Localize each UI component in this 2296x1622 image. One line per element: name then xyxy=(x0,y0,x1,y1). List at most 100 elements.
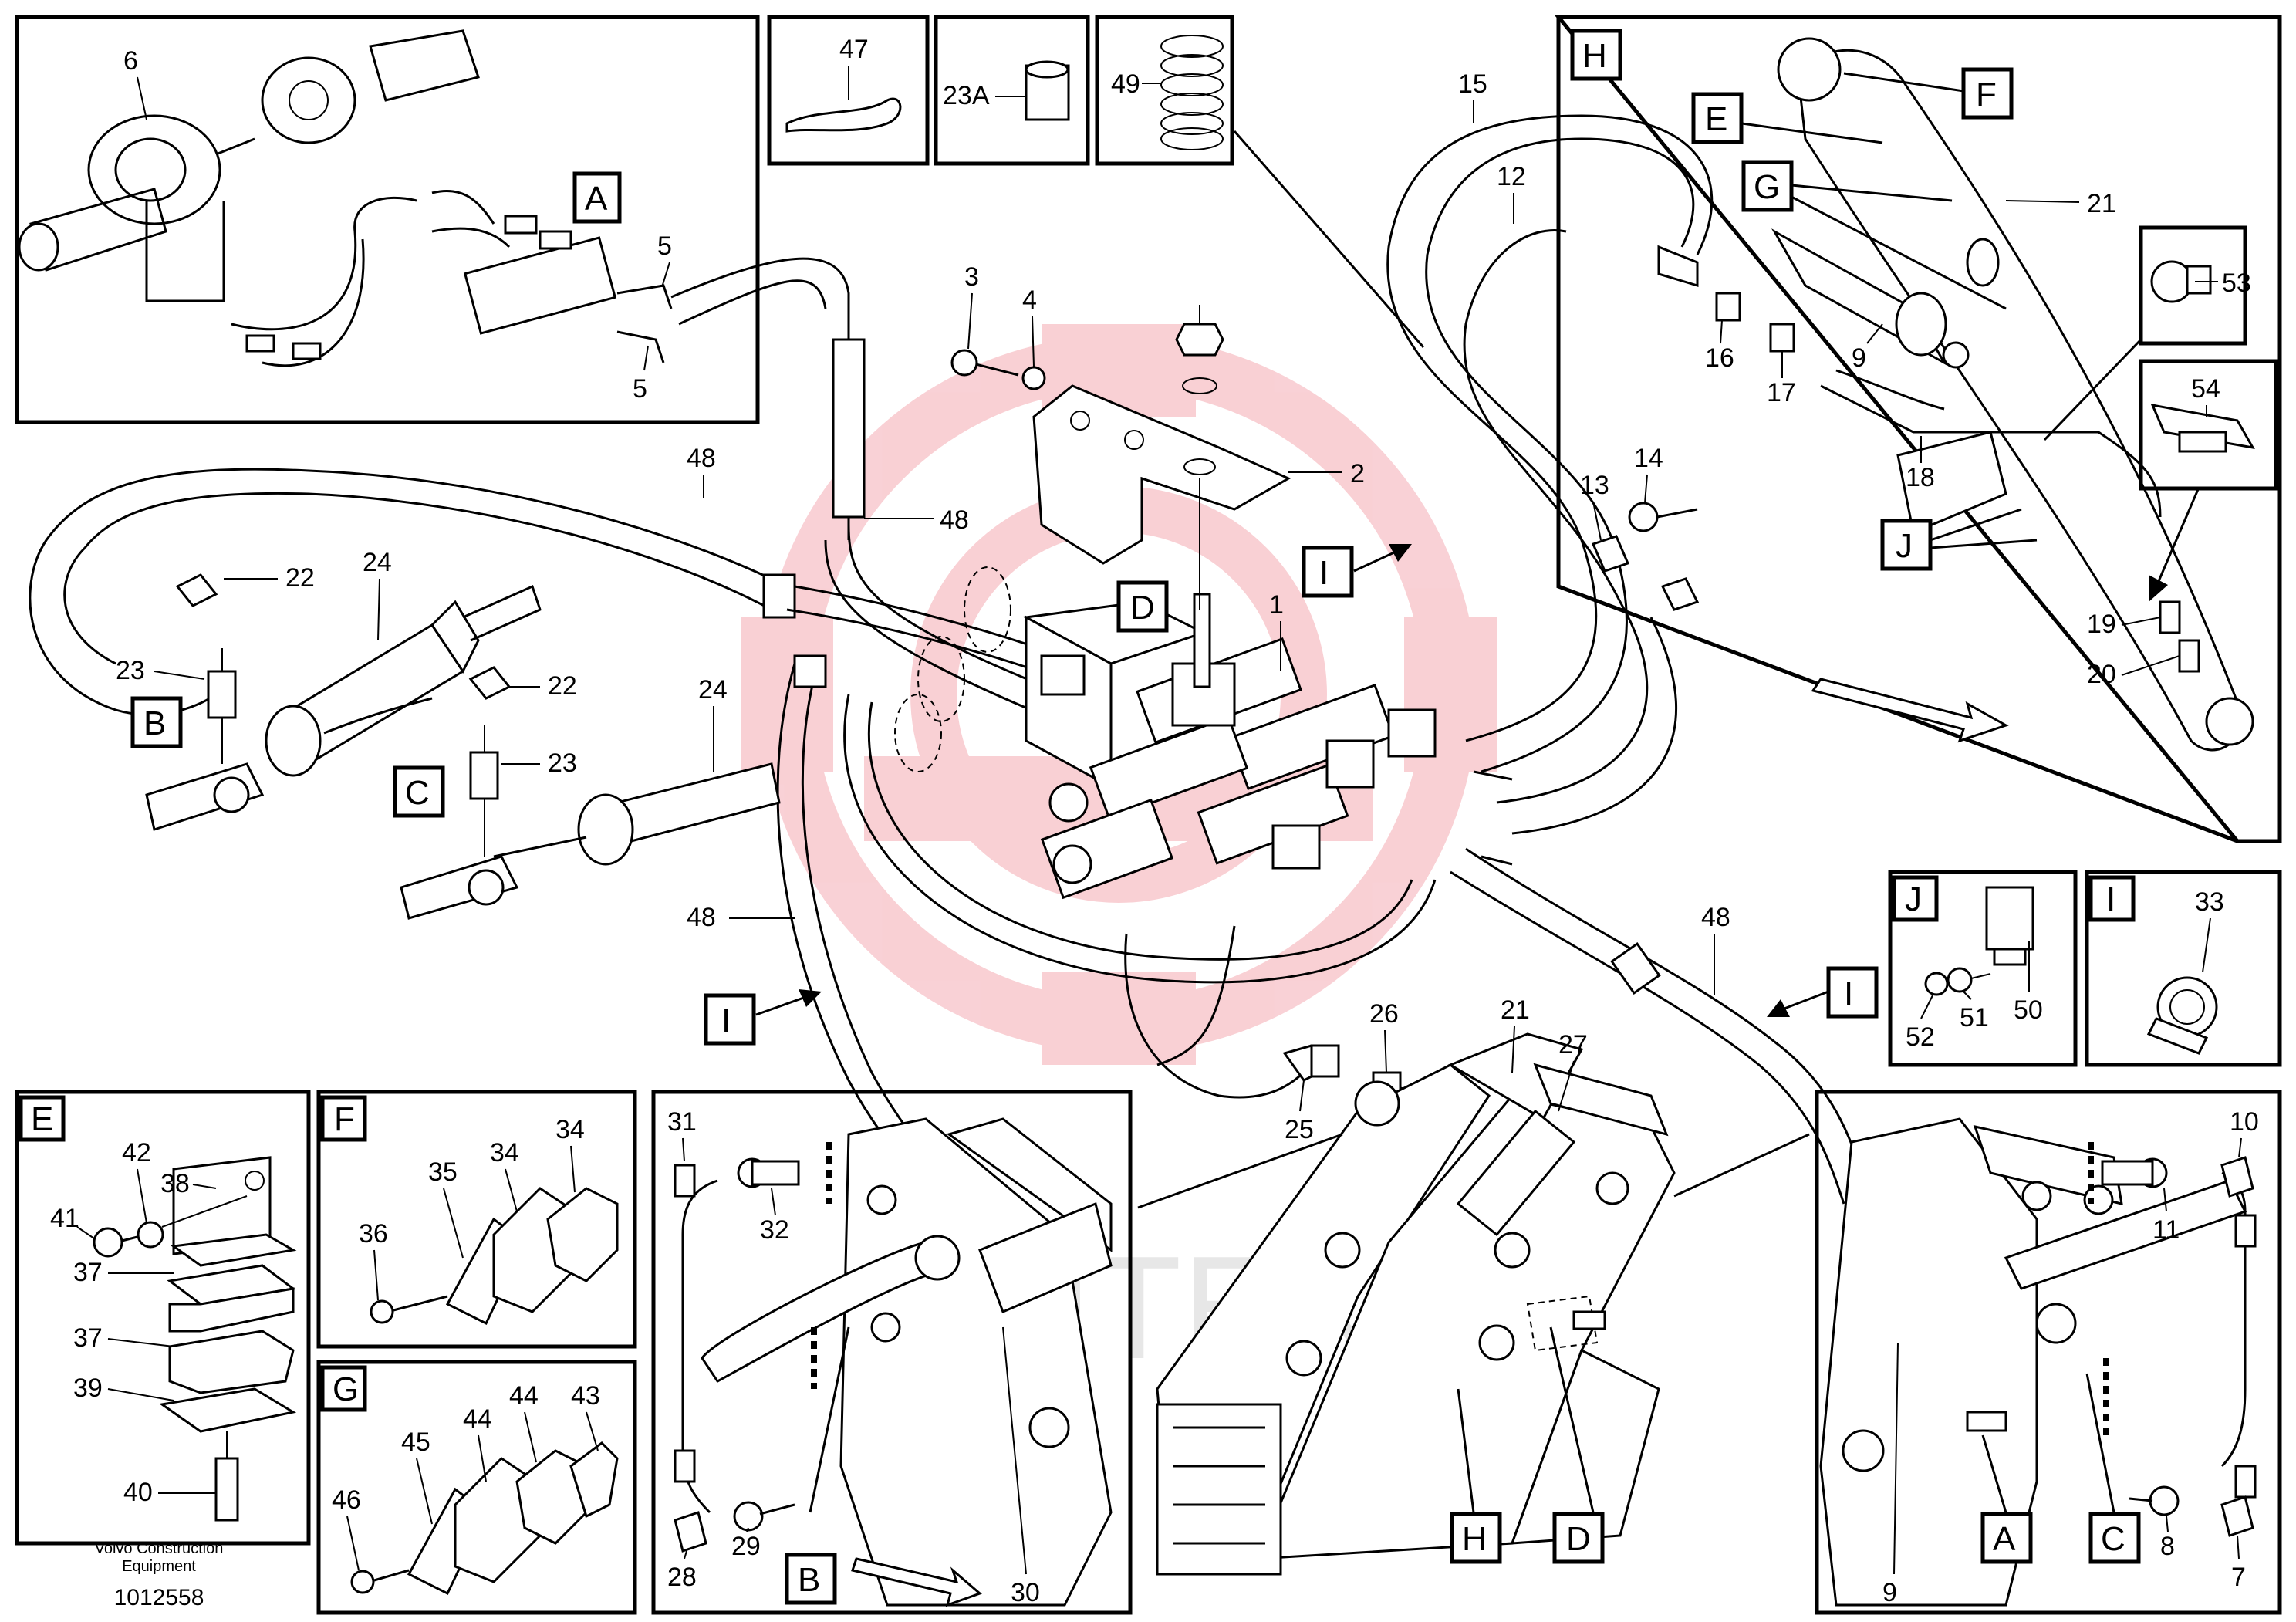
part-label-38: 38 xyxy=(160,1169,190,1198)
part-label-8: 8 xyxy=(2160,1532,2175,1561)
callout-G-label: G xyxy=(320,1365,367,1412)
part-label-26: 26 xyxy=(1369,999,1399,1029)
part-label-2: 2 xyxy=(1350,459,1365,488)
inset-23A xyxy=(934,15,1090,166)
svg-text:E: E xyxy=(1705,100,1727,138)
part-label-30: 30 xyxy=(1011,1578,1040,1607)
callout-E: E xyxy=(1691,92,1883,144)
svg-text:C: C xyxy=(405,774,430,812)
inset-driveshaft xyxy=(15,15,866,540)
part-label-34: 34 xyxy=(555,1115,585,1144)
part-label-44: 44 xyxy=(463,1404,492,1434)
part-label-47: 47 xyxy=(839,35,869,64)
part-label-1: 1 xyxy=(1269,590,1284,620)
part-label-18: 18 xyxy=(1906,463,1935,492)
callout-H: H xyxy=(1450,1512,1502,1564)
callout-I: I xyxy=(704,989,822,1046)
part-label-20: 20 xyxy=(2087,660,2116,689)
part-label-7: 7 xyxy=(2231,1563,2246,1592)
callout-C: C xyxy=(2088,1512,2141,1564)
svg-text:D: D xyxy=(1566,1520,1591,1558)
svg-text:H: H xyxy=(1462,1520,1487,1558)
svg-text:A: A xyxy=(585,180,608,218)
callout-G: G xyxy=(1741,160,2007,310)
part-label-23: 23 xyxy=(116,656,145,685)
inset-B xyxy=(651,1090,1133,1615)
part-label-3: 3 xyxy=(964,262,979,292)
part-label-11: 11 xyxy=(2152,1215,2180,1245)
part-label-45: 45 xyxy=(401,1428,430,1457)
part-label-24: 24 xyxy=(363,548,392,577)
svg-text:I: I xyxy=(1319,554,1329,592)
inset-J xyxy=(1888,870,2078,1067)
part-label-17: 17 xyxy=(1767,378,1796,407)
callout-D: D xyxy=(1116,580,1169,633)
part-label-28: 28 xyxy=(667,1563,697,1592)
callout-F: F xyxy=(1843,67,2014,120)
part-label-29: 29 xyxy=(731,1532,761,1561)
part-label-46: 46 xyxy=(332,1485,361,1515)
callout-A: A xyxy=(1980,1512,2033,1564)
part-label-54: 54 xyxy=(2191,374,2220,404)
svg-text:E: E xyxy=(31,1100,53,1138)
part-label-31: 31 xyxy=(667,1107,697,1137)
inset-AC xyxy=(1815,1090,2282,1615)
svg-text:F: F xyxy=(1976,76,1997,113)
footer-drawing-number: 1012558 xyxy=(114,1585,204,1610)
part-label-15: 15 xyxy=(1458,69,1487,99)
part-label-14: 14 xyxy=(1634,444,1663,473)
callout-A: A xyxy=(572,171,622,224)
part-label-52: 52 xyxy=(1906,1022,1935,1052)
svg-text:J: J xyxy=(1905,880,1922,918)
part-label-6: 6 xyxy=(123,46,138,76)
inset-47 xyxy=(767,15,930,166)
callout-C: C xyxy=(393,765,445,818)
inset-49 xyxy=(1095,15,1234,166)
callout-J-label: J xyxy=(1892,875,1939,922)
part-label-41: 41 xyxy=(50,1204,79,1233)
part-label-24: 24 xyxy=(698,675,728,705)
part-label-23A: 23A xyxy=(943,81,990,110)
svg-text:I: I xyxy=(2106,880,2115,918)
part-label-21: 21 xyxy=(1501,995,1530,1025)
cylinder-lower xyxy=(323,666,781,920)
part-label-21: 21 xyxy=(2087,189,2116,218)
part-label-27: 27 xyxy=(1558,1030,1588,1059)
part-label-10: 10 xyxy=(2230,1107,2259,1137)
part-label-13: 13 xyxy=(1580,471,1609,500)
svg-text:J: J xyxy=(1896,527,1913,565)
part-label-48: 48 xyxy=(687,444,716,473)
part-label-51: 51 xyxy=(1960,1003,1989,1032)
part-label-35: 35 xyxy=(428,1157,458,1187)
svg-text:F: F xyxy=(334,1100,355,1138)
inset-F xyxy=(316,1090,637,1349)
part-label-23: 23 xyxy=(548,748,577,778)
svg-text:B: B xyxy=(144,705,166,742)
svg-text:I: I xyxy=(721,1002,731,1039)
part-label-22: 22 xyxy=(285,563,315,593)
callout-I-label: I xyxy=(2088,875,2136,922)
part-label-19: 19 xyxy=(2087,610,2116,639)
part-label-9: 9 xyxy=(1852,343,1866,373)
svg-text:H: H xyxy=(1582,37,1607,75)
svg-text:A: A xyxy=(1993,1520,2016,1558)
footer-company-line2: Equipment xyxy=(122,1558,196,1575)
part-label-42: 42 xyxy=(122,1138,151,1168)
inset-G xyxy=(316,1360,637,1615)
part-label-34: 34 xyxy=(490,1138,519,1168)
part-label-22: 22 xyxy=(548,671,577,701)
svg-text:G: G xyxy=(333,1370,359,1408)
part-label-5: 5 xyxy=(657,231,672,261)
loader-frame xyxy=(1156,1032,1676,1576)
part-label-4: 4 xyxy=(1022,286,1037,315)
part-label-36: 36 xyxy=(359,1219,388,1249)
part-label-32: 32 xyxy=(760,1215,789,1245)
part-label-49: 49 xyxy=(1111,69,1140,99)
footer-company-line1: Volvo Construction xyxy=(95,1540,224,1557)
inset-I xyxy=(2085,870,2282,1067)
part-label-39: 39 xyxy=(73,1374,103,1403)
callout-J: J xyxy=(1880,508,2038,571)
callout-F-label: F xyxy=(320,1095,367,1142)
svg-text:B: B xyxy=(798,1561,820,1599)
